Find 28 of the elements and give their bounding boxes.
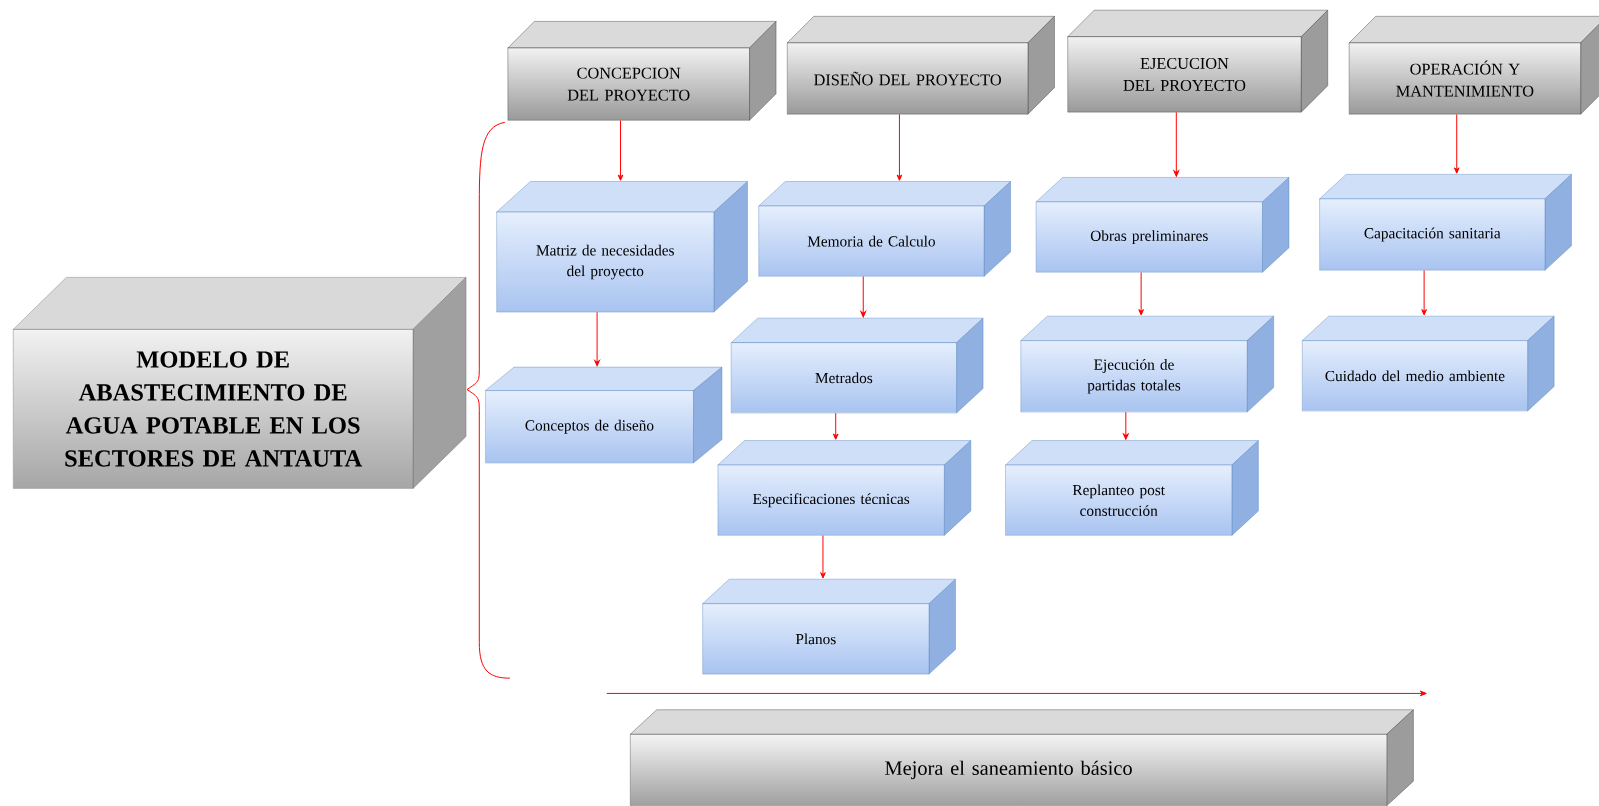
arrow bbox=[617, 120, 624, 181]
activity-block: Conceptos de diseño bbox=[485, 366, 723, 464]
stage-block: DISEÑO DEL PROYECTO bbox=[787, 16, 1055, 115]
activity-block: Matriz de necesidades del proyecto bbox=[496, 181, 748, 313]
arrow bbox=[860, 276, 867, 318]
stage-block: EJECUCION DEL PROYECTO bbox=[1067, 10, 1328, 113]
activity-block: Ejecución de partidas totales bbox=[1020, 315, 1274, 413]
arrow bbox=[594, 311, 600, 367]
activity-block: Capacitación sanitaria bbox=[1319, 174, 1572, 271]
activity-block: Especificaciones técnicas bbox=[717, 440, 972, 536]
arrow bbox=[896, 113, 903, 181]
stage-block: CONCEPCION DEL PROYECTO bbox=[507, 21, 777, 121]
activity-block: Replanteo post construcción bbox=[1005, 440, 1259, 536]
stage-block: OPERACIÓN Y MANTENIMIENTO bbox=[1348, 16, 1599, 115]
arrow bbox=[1138, 272, 1144, 316]
activity-block: Memoria de Calculo bbox=[758, 181, 1011, 277]
main-block: MODELO DE ABASTECIMIENTO DE AGUA POTABLE EN LOS SECTORES DE ANTAUTA bbox=[13, 277, 467, 489]
arrow bbox=[1421, 269, 1427, 316]
arrow bbox=[1123, 411, 1129, 440]
result-block: Mejora el saneamiento básico bbox=[630, 709, 1414, 806]
arrow bbox=[820, 535, 826, 579]
activity-block: Obras preliminares bbox=[1035, 177, 1290, 273]
activity-block: Cuidado del medio ambiente bbox=[1302, 315, 1555, 412]
arrow bbox=[1453, 113, 1460, 174]
activity-block: Metrados bbox=[730, 317, 984, 414]
arrow bbox=[1173, 111, 1180, 177]
activity-block: Planos bbox=[702, 579, 956, 675]
arrow bbox=[832, 412, 839, 440]
